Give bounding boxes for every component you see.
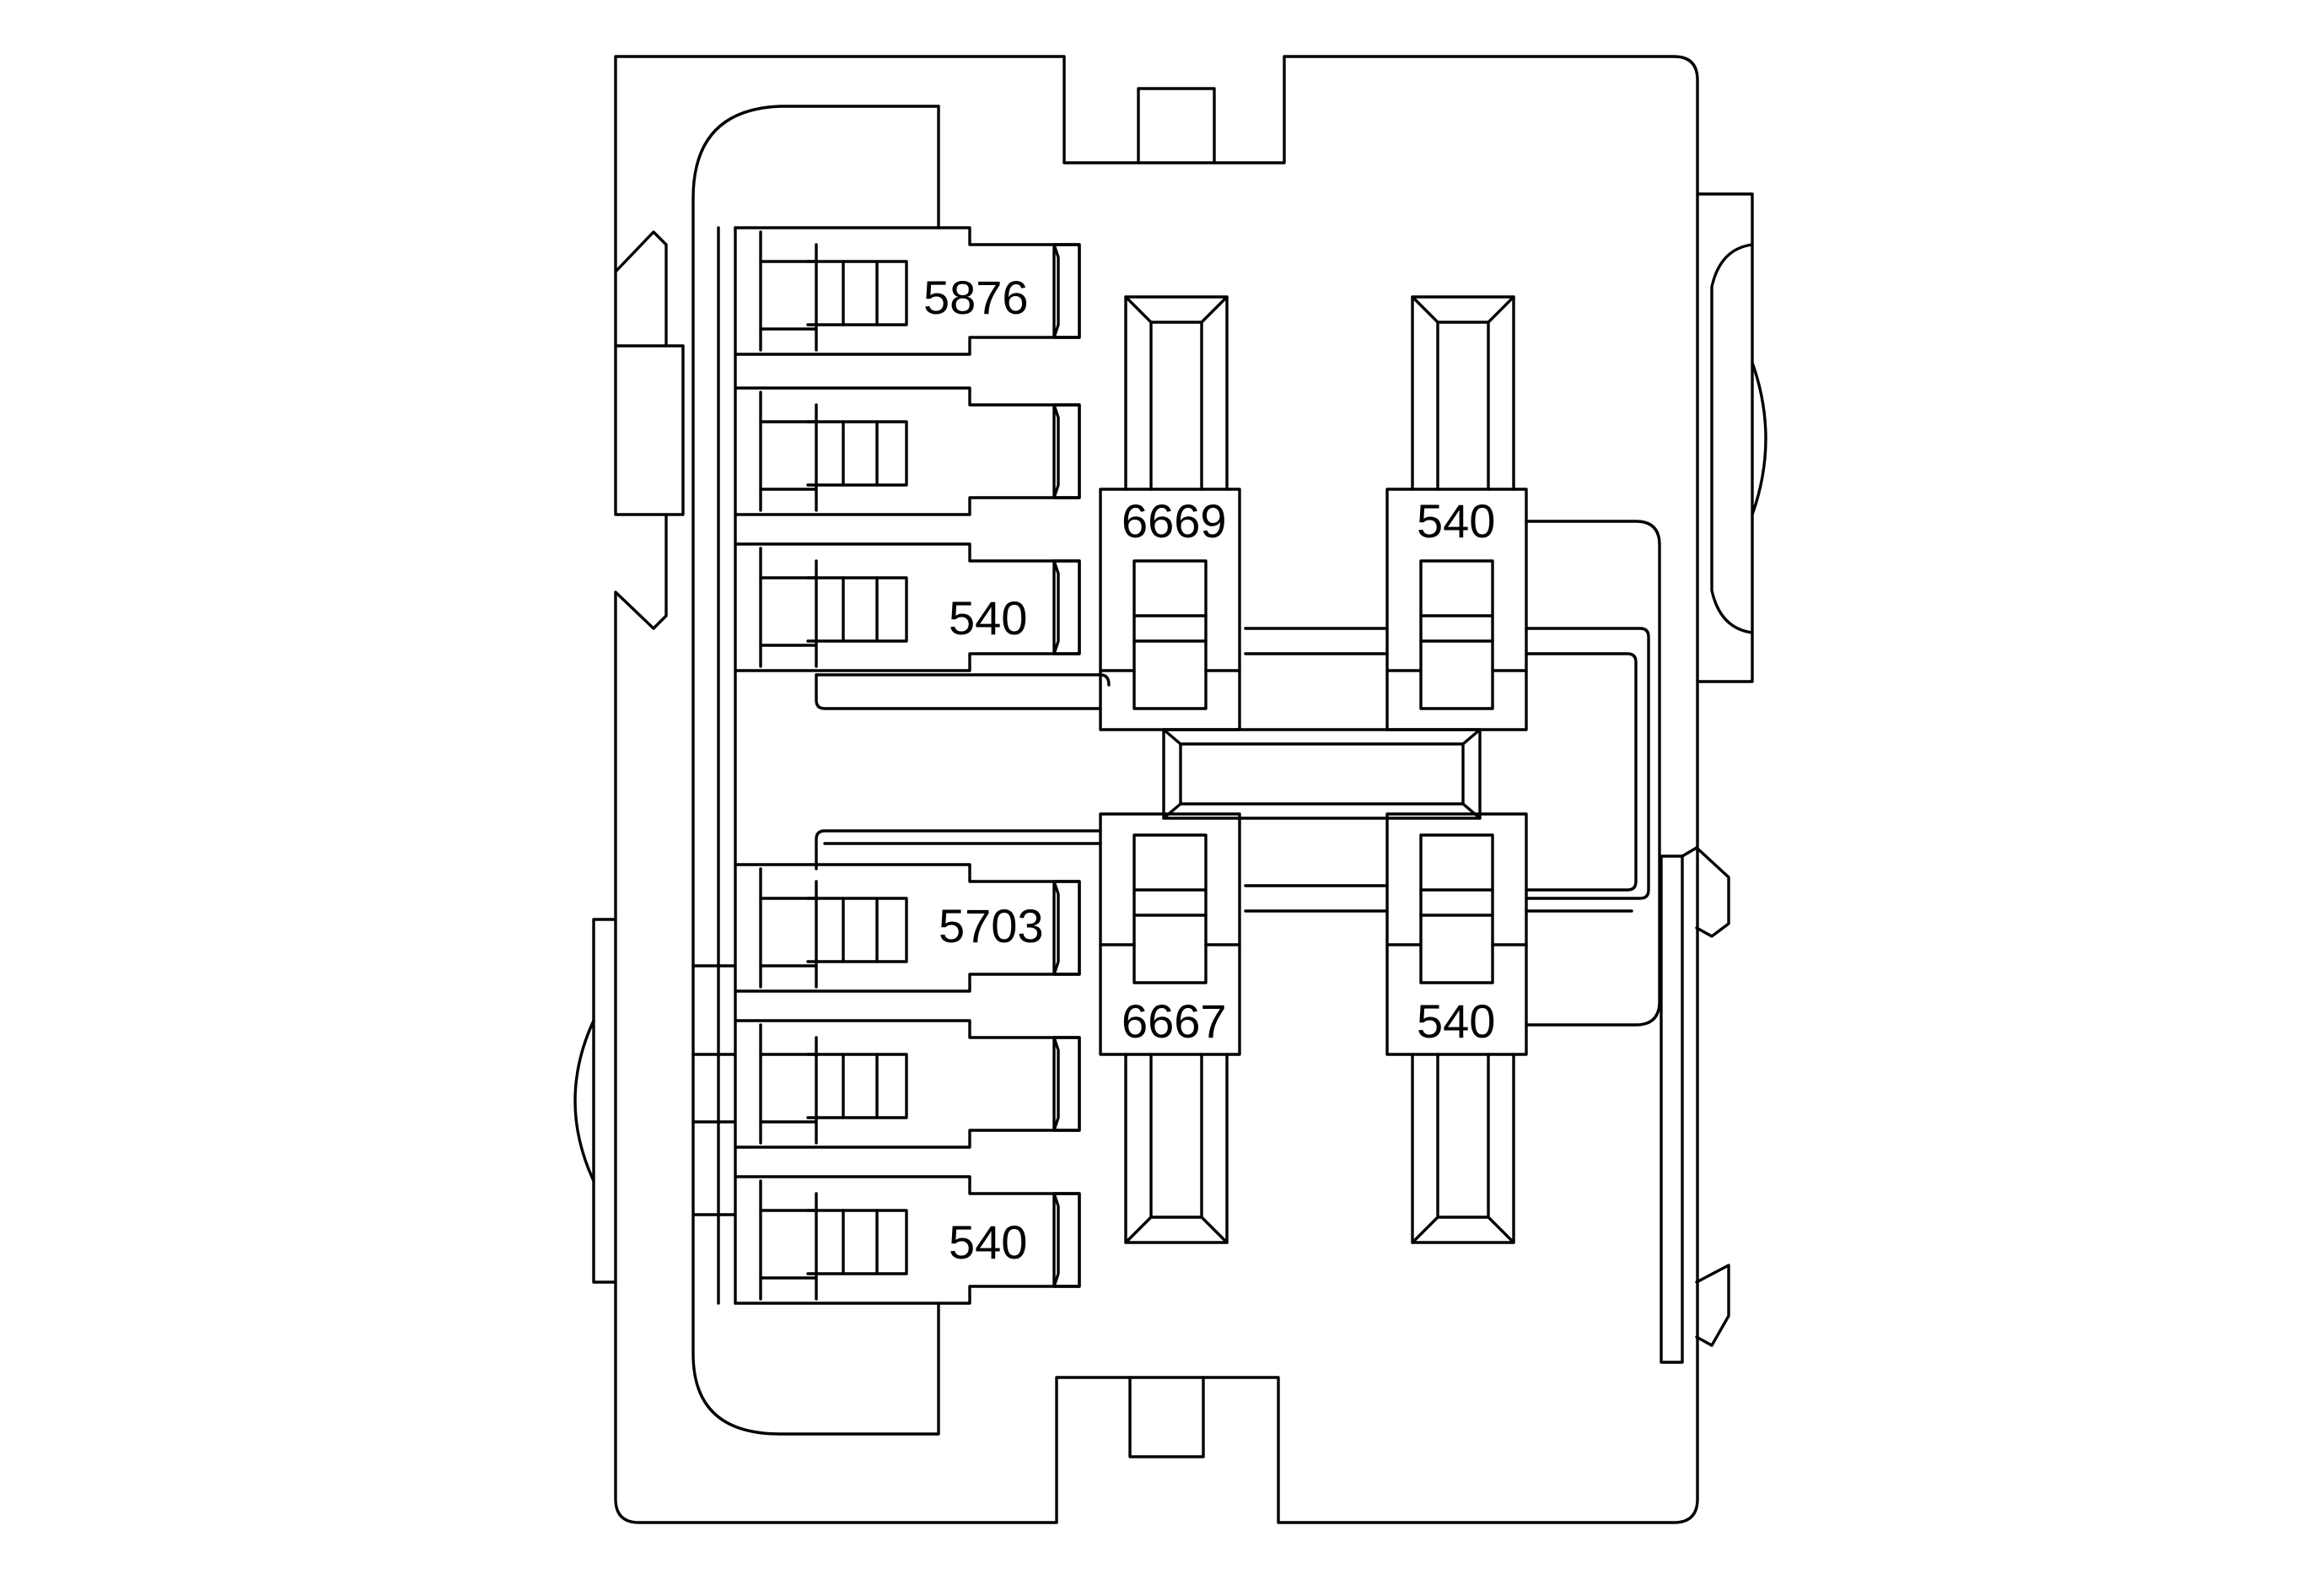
terminal-body — [806, 1053, 908, 1119]
terminal-body-lines — [842, 420, 879, 487]
cavity-outline — [1385, 488, 1528, 731]
guide-rail-bevel — [1124, 295, 1229, 324]
terminal-body-lines — [1132, 614, 1208, 643]
terminal-tip — [1052, 403, 1081, 499]
terminal-body-lines — [1419, 888, 1494, 917]
center-bridge — [1162, 728, 1482, 820]
label-left-cavity-6: 540 — [949, 1216, 1027, 1269]
guide-rail — [1124, 1053, 1229, 1244]
label-left-cavity-1: 5876 — [923, 271, 1029, 324]
terminal-latch — [759, 403, 818, 491]
cavity-labels: 5876 540 5703 540 6669 540 6667 540 — [923, 271, 1495, 1269]
guide-rail-inner — [1149, 321, 1203, 491]
terminal-body — [806, 576, 908, 643]
left-cavity-1 — [734, 226, 1081, 356]
terminal-body-lines — [842, 1053, 879, 1119]
left-cavity-6 — [734, 1175, 1081, 1305]
terminal-body-lines — [842, 1209, 879, 1275]
label-left-cavity-4: 5703 — [939, 899, 1044, 952]
terminal-body-lines — [1132, 888, 1208, 917]
terminal-latch — [759, 880, 818, 968]
center-cavity-top-right — [1385, 295, 1528, 731]
terminal-tip-bevel — [1052, 1036, 1060, 1132]
guide-rail-inner — [1149, 1053, 1203, 1219]
right-latch — [1660, 192, 1767, 1364]
center-cavity-bottom-left — [1099, 812, 1241, 1244]
terminal-latch — [759, 1192, 818, 1280]
terminal-latch — [759, 1036, 818, 1124]
terminal-body — [1132, 559, 1208, 710]
terminal-latch — [759, 559, 818, 647]
terminal-body — [806, 260, 908, 326]
terminal-tip — [1052, 559, 1081, 655]
terminal-body — [806, 1209, 908, 1275]
terminal-body — [806, 420, 908, 487]
bus-bars — [815, 520, 1661, 1027]
terminal-body — [806, 897, 908, 963]
guide-rail-bevel — [1411, 1216, 1515, 1244]
terminal-tip-bevel — [1052, 403, 1060, 499]
terminal-carrier-frame — [691, 105, 940, 1436]
label-left-cavity-3: 540 — [949, 591, 1027, 644]
terminal-body-lines — [842, 576, 879, 643]
guide-rail — [1411, 1053, 1515, 1244]
left-cavity-group — [734, 226, 1081, 1305]
left-cavity-4 — [734, 863, 1081, 993]
guide-rail — [1124, 295, 1229, 491]
terminal-tip-bevel — [1052, 243, 1060, 339]
left-cavity-5 — [734, 1019, 1081, 1149]
terminal-body-lines — [1419, 614, 1494, 643]
terminal-body — [1132, 833, 1208, 984]
left-latch — [573, 918, 617, 1284]
terminal-body — [1419, 833, 1494, 984]
label-center-cavity-top-left: 6669 — [1122, 494, 1227, 547]
center-cavity-bottom-right — [1385, 812, 1528, 1244]
guide-rail-inner — [1436, 1053, 1490, 1219]
terminal-tip — [1052, 243, 1081, 339]
terminal-body — [1419, 559, 1494, 710]
terminal-tip-bevel — [1052, 559, 1060, 655]
cavity-outline — [1099, 812, 1241, 1056]
terminal-tip — [1052, 1036, 1081, 1132]
terminal-tip-bevel — [1052, 880, 1060, 976]
terminal-tip-bevel — [1052, 1192, 1060, 1288]
guide-rail — [1411, 295, 1515, 491]
terminal-body-lines — [842, 260, 879, 326]
terminal-tip — [1052, 880, 1081, 976]
connector-housing — [614, 55, 1699, 1524]
terminal-latch — [759, 243, 818, 331]
label-center-cavity-bottom-right: 540 — [1417, 995, 1495, 1048]
guide-rail-bevel — [1411, 295, 1515, 324]
left-cavity-2 — [734, 386, 1081, 516]
guide-rail-bevel — [1124, 1216, 1229, 1244]
guide-rail-inner — [1436, 321, 1490, 491]
left-cavity-3 — [734, 542, 1081, 672]
label-center-cavity-bottom-left: 6667 — [1122, 995, 1227, 1048]
label-center-cavity-top-right: 540 — [1417, 494, 1495, 547]
terminal-body-lines — [842, 897, 879, 963]
terminal-tip — [1052, 1192, 1081, 1288]
